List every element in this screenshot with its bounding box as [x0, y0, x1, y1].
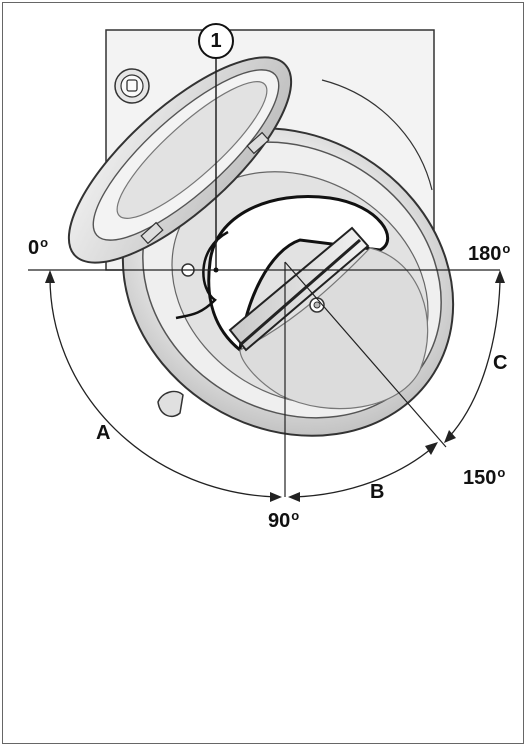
range-a-label: A — [96, 422, 111, 444]
angle-180-label: 180o — [468, 241, 511, 265]
paddle — [228, 226, 370, 352]
callout-1: 1 — [198, 23, 234, 59]
arc-c — [448, 281, 501, 438]
control-knob-icon — [114, 68, 150, 104]
lid — [67, 56, 293, 264]
support-foot — [157, 390, 184, 418]
angle-150-label: 150o — [463, 465, 506, 489]
arc-b — [293, 447, 433, 498]
arc-a — [49, 275, 277, 498]
range-c-label: C — [493, 352, 508, 374]
angle-0-label: 0o — [28, 235, 49, 259]
bowl-floor — [239, 247, 429, 410]
diagonal-reference-line — [284, 261, 447, 448]
range-b-label: B — [370, 481, 385, 503]
angle-90-label: 90o — [268, 508, 300, 532]
